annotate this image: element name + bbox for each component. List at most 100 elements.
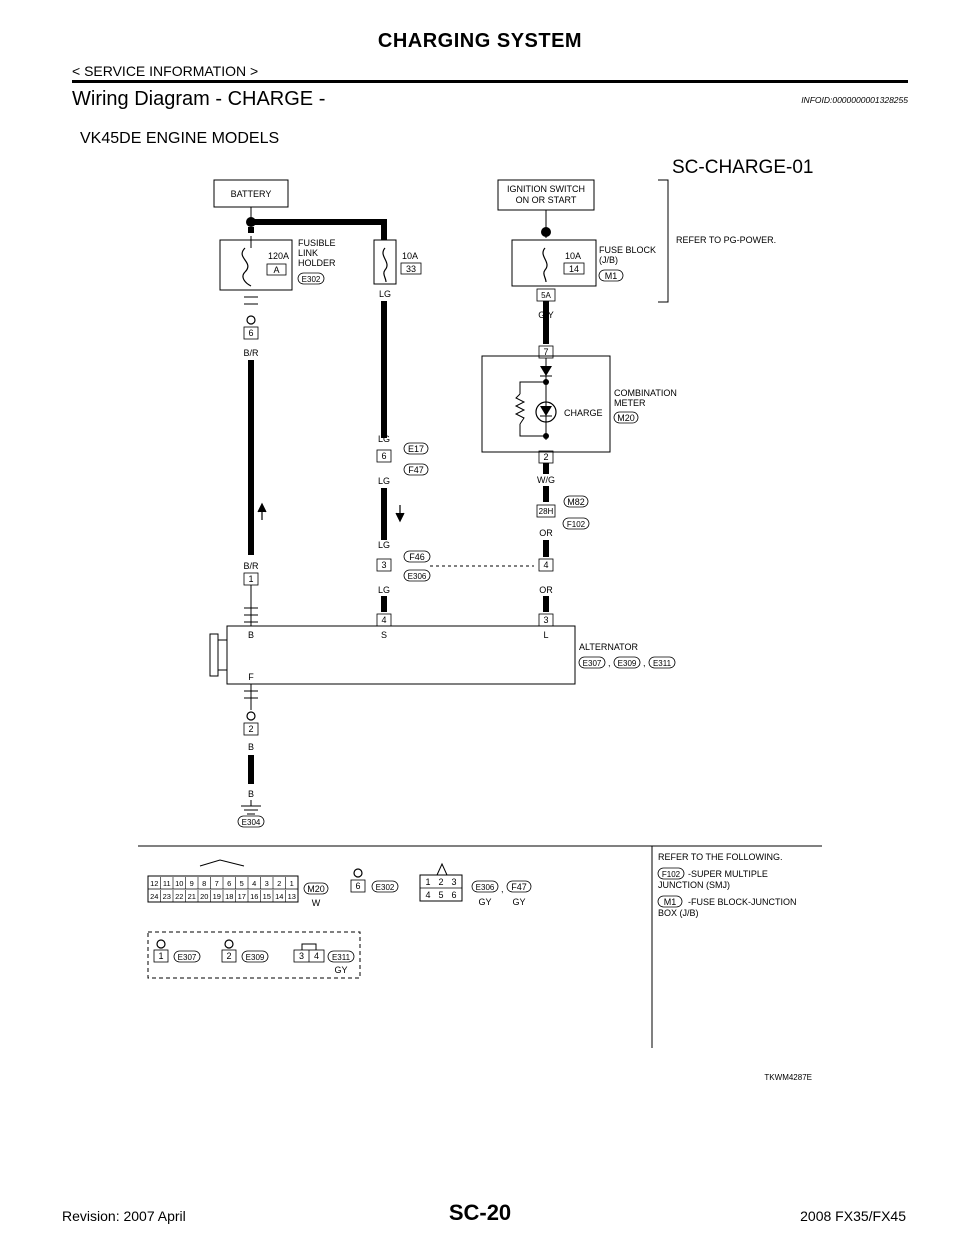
svg-text:28H: 28H [539,507,554,516]
m20-pin-label: 11 [163,879,171,888]
svg-text:E311: E311 [653,659,672,668]
svg-text:B: B [248,789,254,799]
svg-text:3: 3 [299,951,304,961]
m20-pin-label: 15 [263,892,271,901]
svg-text:REFER TO THE FOLLOWING.: REFER TO THE FOLLOWING. [658,852,783,862]
m20-pin-label: 23 [163,892,171,901]
combination-meter [481,355,611,453]
m20-pin-label: 1 [290,879,294,888]
svg-text:E17: E17 [408,444,424,454]
svg-text:GY: GY [478,897,491,907]
svg-text:E306: E306 [476,883,495,892]
svg-text:IGNITION SWITCH: IGNITION SWITCH [507,184,585,194]
svg-text:1: 1 [425,877,430,887]
revision-text: Revision: 2007 April [62,1208,186,1224]
svg-text:W: W [312,898,321,908]
svg-text:4: 4 [543,560,548,570]
svg-text:L: L [543,630,548,640]
svg-text:2: 2 [226,951,231,961]
svg-text:6: 6 [248,328,253,338]
svg-text:6: 6 [381,451,386,461]
svg-text:B: B [248,742,254,752]
svg-text:2: 2 [543,452,548,462]
svg-text:LG: LG [378,476,390,486]
svg-text:REFER TO PG-POWER.: REFER TO PG-POWER. [676,235,776,245]
wire-battery-bus [248,219,387,240]
svg-text:LG: LG [378,540,390,550]
model-text: 2008 FX35/FX45 [800,1208,906,1224]
svg-text:10A: 10A [402,251,418,261]
section-title: Wiring Diagram - CHARGE - [72,88,326,110]
svg-text:BOX (J/B): BOX (J/B) [658,908,699,918]
svg-text:ON OR START: ON OR START [516,195,577,205]
svg-text:2: 2 [248,724,253,734]
battery-label: BATTERY [231,189,272,199]
svg-text:6: 6 [355,881,360,891]
svg-text:M20: M20 [307,884,325,894]
diagram-id: SC-CHARGE-01 [672,157,813,178]
svg-text:E302: E302 [302,275,321,284]
svg-text:2: 2 [438,877,443,887]
svg-text:,: , [643,658,646,668]
m20-pin-label: 20 [200,892,208,901]
svg-text:LG: LG [379,289,391,299]
svg-text:,: , [501,884,504,894]
svg-text:LG: LG [378,434,390,444]
m20-pin-label: 16 [250,892,258,901]
info-id: INFOID:0000000001328255 [801,95,908,105]
svg-text:5A: 5A [541,291,551,300]
svg-text:M1: M1 [605,271,618,281]
svg-text:M82: M82 [567,497,585,507]
m20-pin-label: 21 [188,892,196,901]
m20-pin-label: 10 [175,879,183,888]
svg-text:OR: OR [539,585,553,595]
svg-text:JUNCTION (SMJ): JUNCTION (SMJ) [658,880,730,890]
m20-pin-label: 13 [288,892,296,901]
svg-text:M20: M20 [617,413,635,423]
svg-text:B/R: B/R [243,561,259,571]
svg-text:M1: M1 [664,897,677,907]
m20-pin-label: 9 [190,879,194,888]
m20-pin-label: 5 [240,879,244,888]
svg-text:GY: GY [334,965,347,975]
svg-text:COMBINATION: COMBINATION [614,388,677,398]
svg-text:(J/B): (J/B) [599,255,618,265]
svg-text:FUSIBLE: FUSIBLE [298,238,336,248]
svg-text:B: B [248,630,254,640]
header-rule [72,80,908,83]
svg-text:6: 6 [451,890,456,900]
svg-text:E307: E307 [583,659,602,668]
page-number: SC-20 [448,1200,512,1225]
svg-text:E309: E309 [618,659,637,668]
svg-text:E309: E309 [246,953,265,962]
svg-text:F47: F47 [511,882,527,892]
svg-text:GY: GY [512,897,525,907]
alternator-box [226,625,576,685]
svg-text:W/G: W/G [537,475,555,485]
m20-pin-label: 22 [175,892,183,901]
svg-text:E302: E302 [376,883,395,892]
svg-text:-FUSE BLOCK-JUNCTION: -FUSE BLOCK-JUNCTION [688,897,797,907]
m20-pin-label: 17 [238,892,246,901]
svg-text:F102: F102 [662,870,681,879]
svg-text:33: 33 [406,264,416,274]
diagram-code: TKWM4287E [764,1073,812,1082]
m20-pin-label: 14 [275,892,283,901]
svg-text:CHARGE: CHARGE [564,408,603,418]
svg-text:F: F [248,672,254,682]
m20-pin-label: 19 [213,892,221,901]
svg-text:OR: OR [539,528,553,538]
svg-text:E306: E306 [408,572,427,581]
svg-text:F102: F102 [567,520,586,529]
svg-text:3: 3 [543,615,548,625]
svg-text:4: 4 [425,890,430,900]
m20-pin-label: 12 [150,879,158,888]
svg-text:,: , [608,658,611,668]
m20-pin-label: 3 [265,879,269,888]
svg-text:E304: E304 [242,818,261,827]
m20-pin-label: 7 [215,879,219,888]
svg-text:HOLDER: HOLDER [298,258,336,268]
